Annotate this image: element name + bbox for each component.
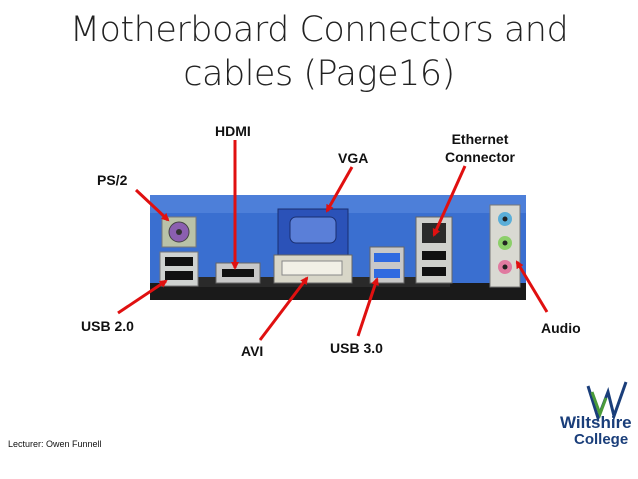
arrow-vga xyxy=(325,166,354,213)
label-usb3: USB 3.0 xyxy=(330,340,383,356)
label-vga: VGA xyxy=(338,150,369,166)
lecturer-footer: Lecturer: Owen Funnell xyxy=(8,439,102,449)
label-ethernet-line-2: Connector xyxy=(445,149,515,165)
label-ps2: PS/2 xyxy=(97,172,128,188)
logo-word-2: College xyxy=(574,431,629,448)
arrow-audio xyxy=(515,260,549,313)
arrow-usb3 xyxy=(356,277,379,337)
label-avi: AVI xyxy=(241,343,264,359)
arrow-ethernet xyxy=(432,165,467,237)
label-audio: Audio xyxy=(541,320,581,336)
title-line-1: Motherboard Connectors and xyxy=(69,10,569,50)
label-hdmi: HDMI xyxy=(215,123,251,139)
label-ethernet: Ethernet Connector xyxy=(434,130,526,166)
wiltshire-college-logo-icon xyxy=(586,381,628,423)
label-ethernet-line-1: Ethernet xyxy=(451,131,509,147)
arrow-avi xyxy=(258,276,309,341)
logo-wordmark: Wiltshire College xyxy=(560,414,632,448)
slide-title: Motherboard Connectors and cables (Page1… xyxy=(0,8,638,96)
motherboard-io-panel-image xyxy=(150,195,526,300)
arrow-ps2 xyxy=(134,188,170,222)
arrow-usb2 xyxy=(117,279,168,315)
title-line-2: cables (Page16) xyxy=(183,54,455,94)
label-usb2: USB 2.0 xyxy=(81,318,134,334)
logo-word-1: Wiltshire xyxy=(560,413,632,432)
